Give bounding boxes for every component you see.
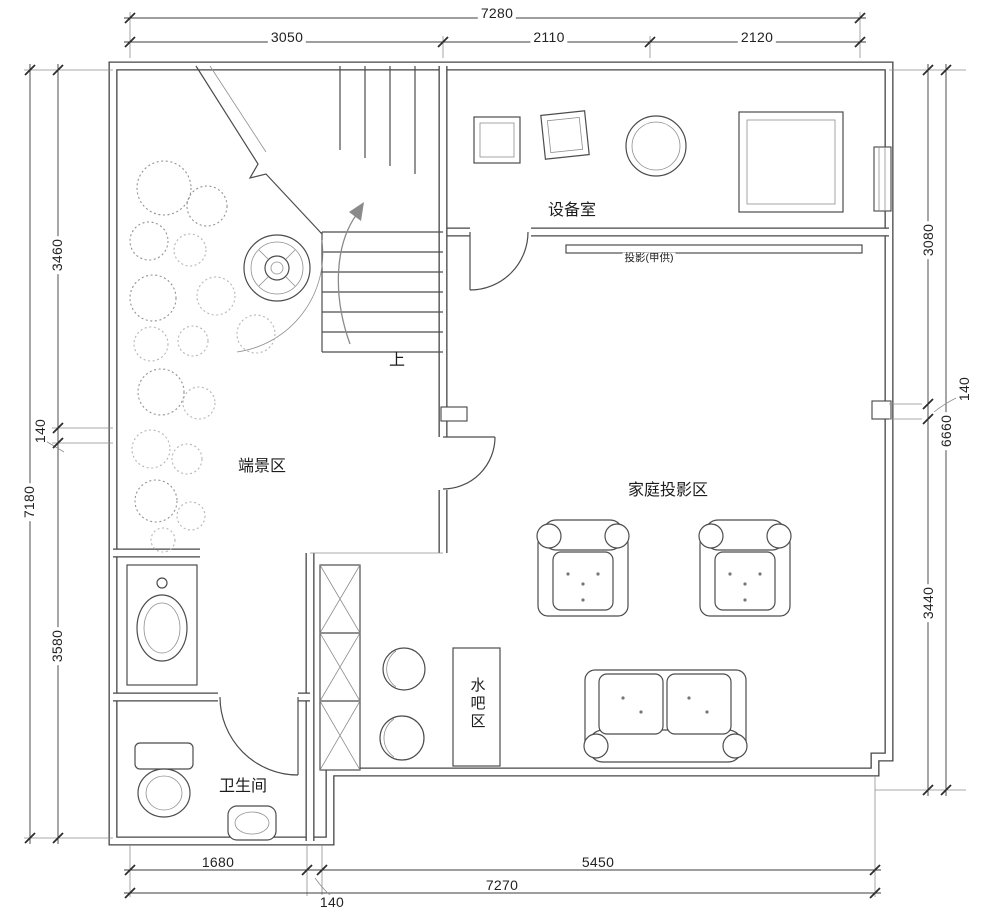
wall-jog-center bbox=[440, 406, 468, 422]
theater-furniture bbox=[536, 519, 792, 763]
equipment-room-fixtures bbox=[473, 110, 863, 254]
dim-top-segment-2: 2110 bbox=[530, 30, 568, 44]
small-basin bbox=[227, 805, 277, 841]
armchair-left bbox=[536, 519, 630, 617]
equipment-cabinet bbox=[738, 111, 844, 213]
dim-right-140: 140 bbox=[956, 373, 972, 405]
wall-niche bbox=[873, 146, 892, 212]
dim-top-total: 7280 bbox=[477, 6, 517, 20]
room-label-projection-area: 家庭投影区 bbox=[627, 482, 709, 499]
room-label-scene-area: 端景区 bbox=[237, 458, 287, 475]
sofa bbox=[583, 669, 748, 763]
dim-bottom-segment-2: 5450 bbox=[578, 855, 618, 869]
bar-stool-2 bbox=[379, 715, 425, 761]
doors bbox=[219, 231, 529, 776]
equipment-box-2 bbox=[540, 110, 590, 160]
annotation-projection-note: 投影(甲供) bbox=[622, 251, 676, 264]
equipment-box-1 bbox=[473, 116, 521, 164]
water-bar bbox=[319, 564, 501, 771]
wall-jog-right bbox=[871, 400, 892, 420]
room-label-equipment-room: 设备室 bbox=[547, 202, 597, 219]
dim-right-segment-2: 3440 bbox=[920, 583, 936, 623]
projection-area-door bbox=[442, 436, 496, 490]
dim-left-segment-1: 3460 bbox=[49, 235, 65, 275]
dim-bottom-total: 7270 bbox=[482, 878, 522, 892]
equipment-room-door bbox=[469, 231, 529, 291]
projection-screen bbox=[565, 244, 863, 254]
dim-right-total: 6660 bbox=[938, 411, 954, 451]
bar-stool-1 bbox=[382, 647, 426, 691]
dim-left-total: 7180 bbox=[21, 482, 37, 522]
round-planter bbox=[243, 234, 311, 302]
dimension-lines bbox=[24, 12, 966, 899]
dim-right-segment-1: 3080 bbox=[920, 220, 936, 260]
bathroom-door bbox=[219, 696, 299, 776]
tall-cabinet bbox=[319, 564, 361, 771]
annotation-stair-up: 上 bbox=[388, 352, 406, 369]
plants bbox=[129, 160, 276, 553]
dim-left-segment-2: 3580 bbox=[49, 626, 65, 666]
stair-break-line bbox=[195, 65, 323, 235]
walls bbox=[108, 61, 894, 846]
dim-bottom-segment-1: 1680 bbox=[198, 855, 238, 869]
stair-direction-arrow bbox=[337, 209, 361, 345]
equipment-drum bbox=[625, 115, 687, 177]
vanity-sink bbox=[126, 564, 198, 686]
dim-top-segment-3: 2120 bbox=[737, 30, 777, 44]
dim-left-140: 140 bbox=[32, 415, 48, 447]
room-label-bathroom: 卫生间 bbox=[218, 778, 268, 795]
room-label-water-bar: 水吧区 bbox=[468, 677, 486, 731]
dim-top-segment-1: 3050 bbox=[267, 30, 307, 44]
dim-bottom-140: 140 bbox=[316, 895, 348, 909]
bar-counter bbox=[452, 647, 501, 767]
staircase bbox=[195, 65, 443, 353]
bathroom-fixtures bbox=[126, 564, 277, 841]
armchair-right bbox=[698, 519, 792, 617]
toilet bbox=[134, 742, 194, 818]
